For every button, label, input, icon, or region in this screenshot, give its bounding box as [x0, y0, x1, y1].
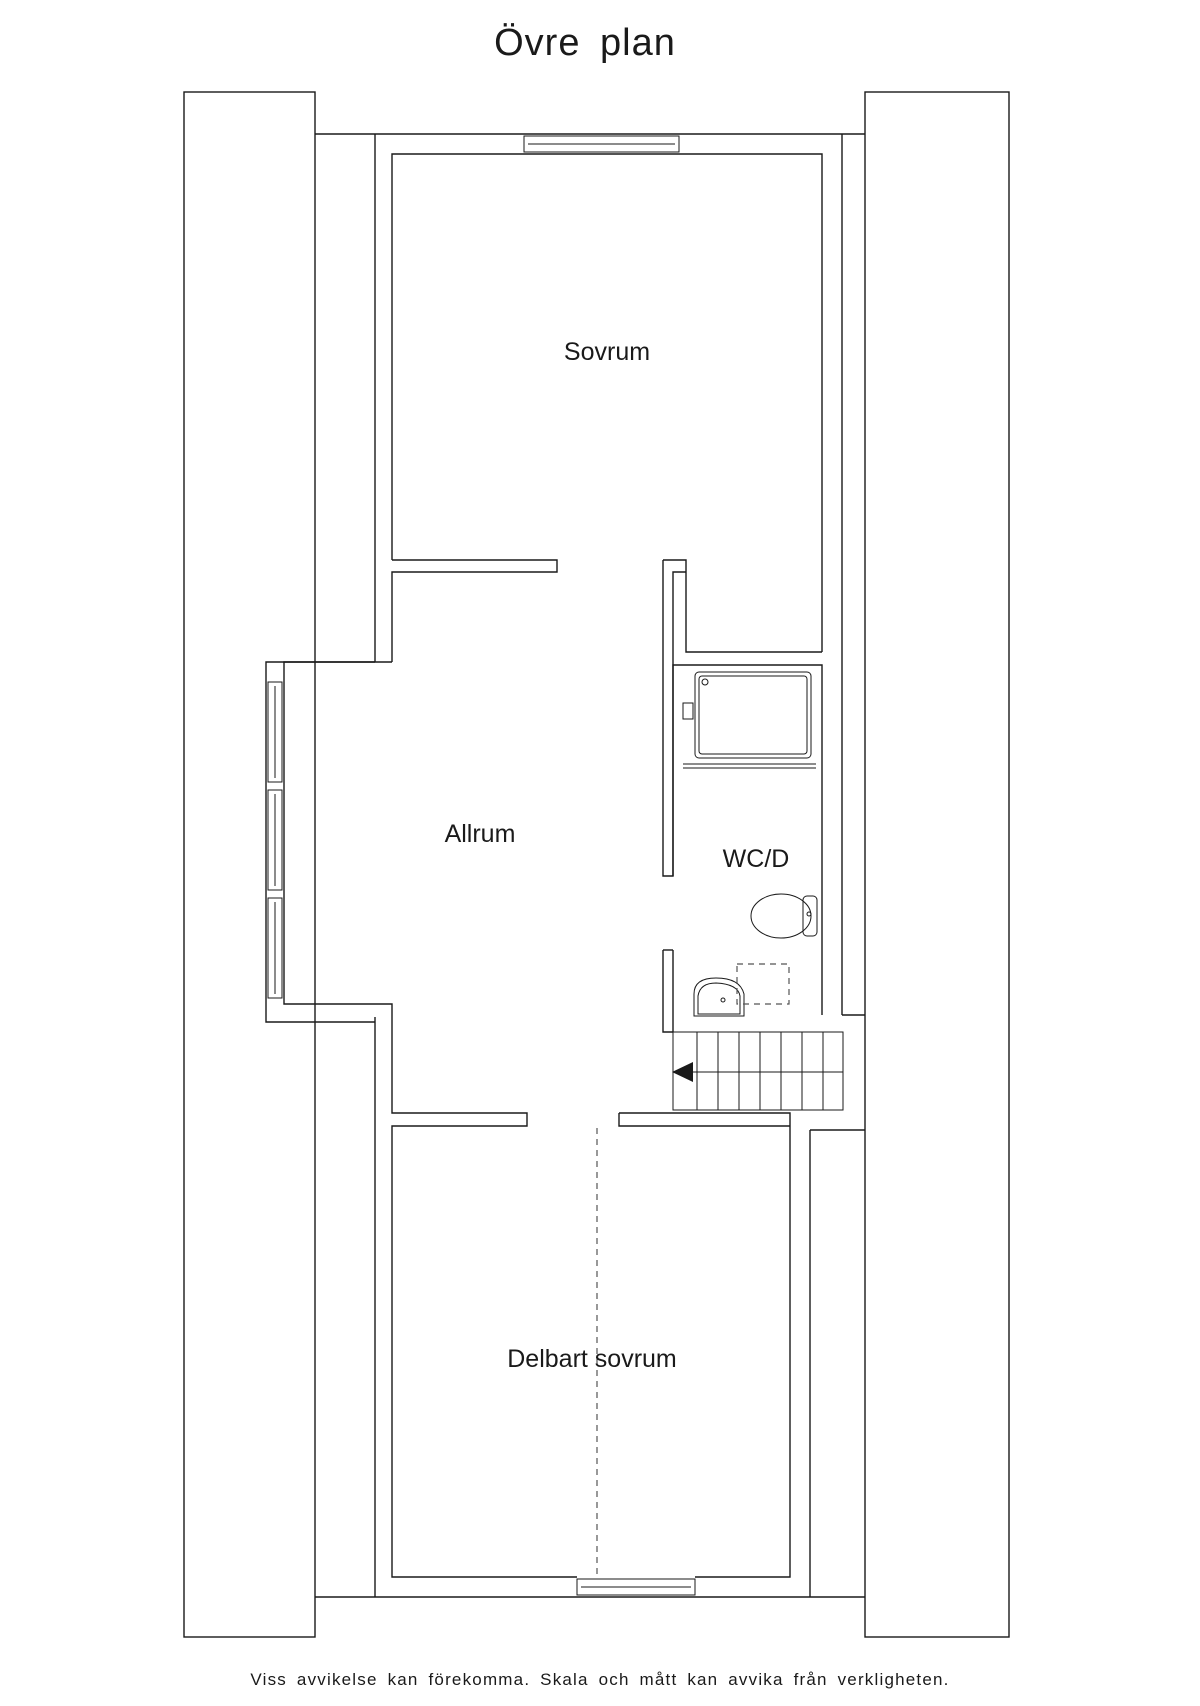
shower-icon [682, 671, 816, 769]
middle-walls [391, 1017, 791, 1578]
right-roof-strip [864, 91, 1010, 1638]
stairs [672, 1031, 844, 1111]
toilet-icon [750, 893, 818, 939]
top-window [523, 135, 680, 153]
wc-room [662, 664, 823, 1033]
room-label-delbart-sovrum: Delbart sovrum [507, 1345, 677, 1373]
sovrum-walls [391, 153, 823, 877]
outer-walls [315, 133, 865, 1598]
allrum-bay [265, 661, 393, 1023]
disclaimer-text: Viss avvikelse kan förekomma. Skala och … [250, 1670, 950, 1689]
room-label-sovrum: Sovrum [564, 338, 650, 366]
washbasin-icon [693, 963, 790, 1017]
room-label-wc: WC/D [723, 845, 790, 873]
room-label-allrum: Allrum [445, 820, 516, 848]
left-roof-strip [183, 91, 316, 1638]
stairs-arrow-icon [672, 1062, 693, 1082]
bottom-window [576, 1578, 696, 1596]
plan-title: Övre plan [494, 22, 676, 64]
